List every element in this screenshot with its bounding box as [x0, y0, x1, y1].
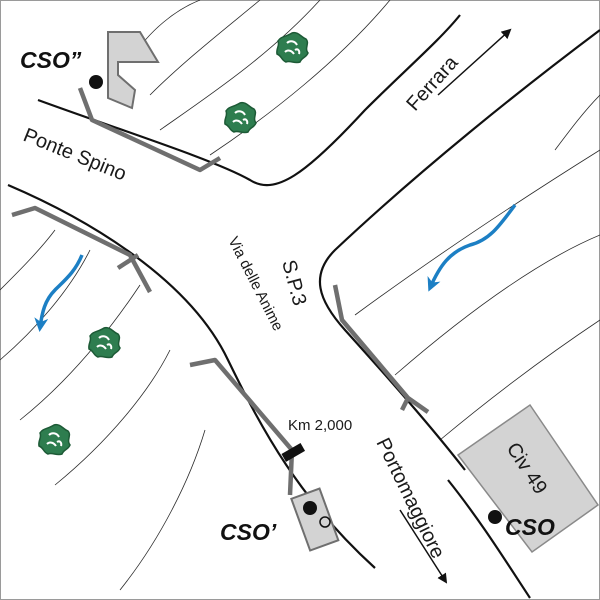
cso-point-icon	[89, 75, 103, 89]
ditch-ponte-spino-lower	[11, 205, 152, 294]
tree-icon	[223, 101, 257, 134]
cso-label-center: CSO’	[220, 519, 277, 545]
buildings	[107, 31, 600, 554]
building-cso-center	[290, 487, 340, 552]
cso-points	[89, 75, 502, 524]
tree-icon	[275, 31, 309, 64]
ditch-ponte-spino-upper	[77, 87, 222, 173]
building-cso-top	[107, 31, 160, 110]
building-civ-49	[456, 403, 600, 554]
cso-point-icon	[303, 501, 317, 515]
flow-arrow-icon	[427, 203, 517, 292]
km-marker-icon	[281, 443, 306, 462]
road-ferrara-upper-edge	[37, 14, 461, 187]
flow-arrows	[34, 203, 517, 332]
ditch-via-delle-anime	[189, 357, 295, 496]
cso-label-right: CSO	[505, 514, 555, 540]
cso-label-top: CSO”	[20, 47, 82, 73]
direction-arrow-icon	[437, 28, 512, 96]
ditch-branch	[116, 253, 140, 270]
manhole-icon	[319, 516, 331, 528]
direction-arrows	[399, 28, 512, 584]
km-label: Km 2,000	[288, 417, 352, 434]
tree-icon	[37, 423, 71, 456]
ditches	[11, 87, 430, 496]
tree-icon	[87, 326, 121, 359]
direction-arrow-icon	[399, 509, 448, 584]
ditch-sp3-branch	[399, 396, 411, 412]
road-portomaggiore-edge	[447, 479, 531, 599]
cso-point-icon	[488, 510, 502, 524]
flow-arrow-icon	[34, 254, 84, 332]
ditch-sp3	[332, 284, 430, 414]
